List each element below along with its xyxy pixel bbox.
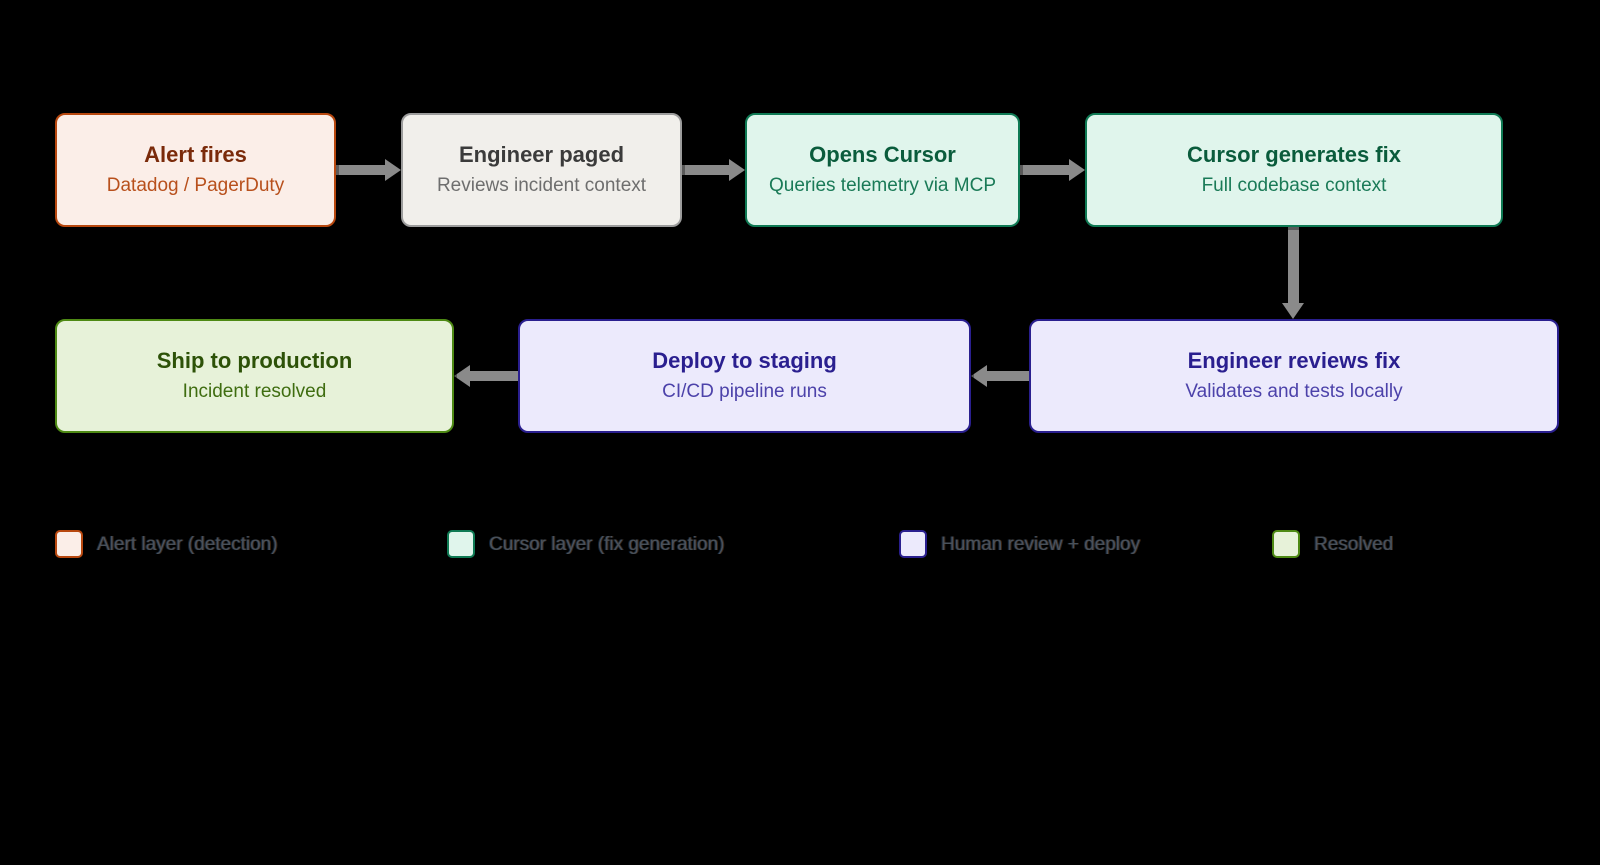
node-opens-cursor[interactable]: Opens Cursor Queries telemetry via MCP <box>745 113 1020 227</box>
node-subtitle: Datadog / PagerDuty <box>106 175 285 197</box>
node-subtitle: Queries telemetry via MCP <box>768 175 996 197</box>
node-subtitle: CI/CD pipeline runs <box>662 381 827 403</box>
node-title: Engineer paged <box>458 141 625 167</box>
legend-label: Alert layer (detection) <box>97 533 278 555</box>
legend-label: Resolved <box>1314 533 1394 555</box>
node-deploy-to-staging[interactable]: Deploy to staging CI/CD pipeline runs <box>518 319 971 433</box>
node-title: Deploy to staging <box>652 347 837 373</box>
node-subtitle: Reviews incident context <box>436 175 647 197</box>
connector-cursor-to-generates <box>1020 165 1069 175</box>
arrowhead-staging-to-production <box>454 365 470 387</box>
node-title: Cursor generates fix <box>1187 141 1401 167</box>
node-title: Ship to production <box>156 347 353 373</box>
legend-swatch-cursor-icon <box>447 530 475 558</box>
node-title: Engineer reviews fix <box>1187 347 1401 373</box>
legend-item-human[interactable]: Human review + deploy <box>899 529 1140 559</box>
arrowhead-cursor-to-generates <box>1069 159 1085 181</box>
legend-swatch-alert-icon <box>55 530 83 558</box>
legend-label: Cursor layer (fix generation) <box>489 533 725 555</box>
legend-label: Human review + deploy <box>941 533 1141 555</box>
node-engineer-reviews-fix[interactable]: Engineer reviews fix Validates and tests… <box>1029 319 1559 433</box>
node-title: Alert fires <box>144 141 247 167</box>
legend-swatch-resolved-icon <box>1272 530 1300 558</box>
arrowhead-paged-to-cursor <box>729 159 745 181</box>
arrowhead-reviews-to-staging <box>971 365 987 387</box>
node-ship-to-production[interactable]: Ship to production Incident resolved <box>55 319 454 433</box>
node-title: Opens Cursor <box>809 141 956 167</box>
arrowhead-alert-to-paged <box>385 159 401 181</box>
node-alert-fires[interactable]: Alert fires Datadog / PagerDuty <box>55 113 336 227</box>
connector-alert-to-paged <box>336 165 385 175</box>
legend-swatch-human-icon <box>899 530 927 558</box>
node-subtitle: Incident resolved <box>182 381 327 403</box>
node-subtitle: Validates and tests locally <box>1185 381 1403 403</box>
legend-item-cursor[interactable]: Cursor layer (fix generation) <box>447 529 724 559</box>
connector-reviews-to-staging <box>987 371 1029 381</box>
arrowhead-generates-to-reviews <box>1282 303 1304 319</box>
connector-staging-to-production <box>470 371 518 381</box>
connector-generates-to-reviews <box>1288 227 1299 303</box>
legend-item-alert[interactable]: Alert layer (detection) <box>55 529 278 559</box>
node-subtitle: Full codebase context <box>1201 175 1387 197</box>
node-engineer-paged[interactable]: Engineer paged Reviews incident context <box>401 113 682 227</box>
legend-item-resolved[interactable]: Resolved <box>1272 529 1393 559</box>
node-cursor-generates-fix[interactable]: Cursor generates fix Full codebase conte… <box>1085 113 1503 227</box>
connector-paged-to-cursor <box>682 165 729 175</box>
